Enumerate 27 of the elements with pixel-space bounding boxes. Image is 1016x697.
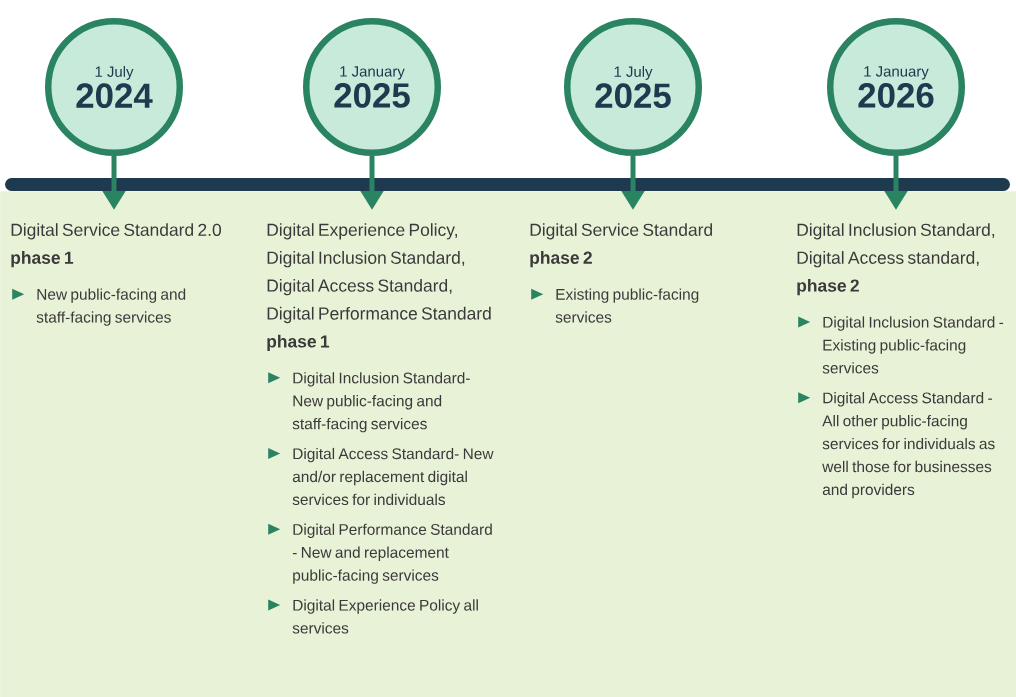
date-label: 1 July	[614, 65, 653, 80]
phase-label: phase 2	[530, 251, 592, 268]
bullet-text: Digital Inclusion Standard - Existing public-facing services	[822, 316, 1004, 374]
date-label: 1 January	[340, 66, 405, 80]
year-label: 2026	[858, 83, 934, 108]
bullet-text: Digital Experience Policy all services	[292, 599, 478, 634]
bullet-text: Digital Access Standard- New and/or replacement digital services for individuals	[292, 447, 494, 506]
bullet-text: New public-facing and staff-facing services	[36, 288, 186, 326]
column-heading: Digital Service Standard	[530, 223, 712, 240]
date-label: 1 July	[95, 65, 134, 80]
date-label: 1 January	[864, 66, 929, 80]
year-label: 2024	[76, 83, 153, 109]
phase-label: phase 1	[11, 251, 74, 268]
panel-background	[0, 191, 1016, 697]
milestone-circle	[45, 18, 183, 156]
phase-label: phase 1	[267, 334, 330, 352]
bullet-text: Digital Inclusion Standard- New public-facing and staff-facing services	[292, 372, 470, 433]
bullet-text: Digital Performance Standard - New and replacement public-facing services	[292, 523, 492, 584]
milestone-circle	[303, 18, 441, 156]
milestone-circle	[827, 18, 965, 156]
milestone-circle	[564, 18, 702, 156]
bullet-text: Digital Access Standard - All other public-facing services for individuals as well those for businesses and providers	[822, 392, 995, 499]
phase-label: phase 2	[797, 279, 859, 296]
column-heading: Digital Service Standard 2.0	[11, 223, 222, 240]
bullet-text: Existing public-facing services	[555, 288, 699, 323]
year-label: 2025	[595, 83, 671, 109]
year-label: 2025	[334, 83, 410, 108]
